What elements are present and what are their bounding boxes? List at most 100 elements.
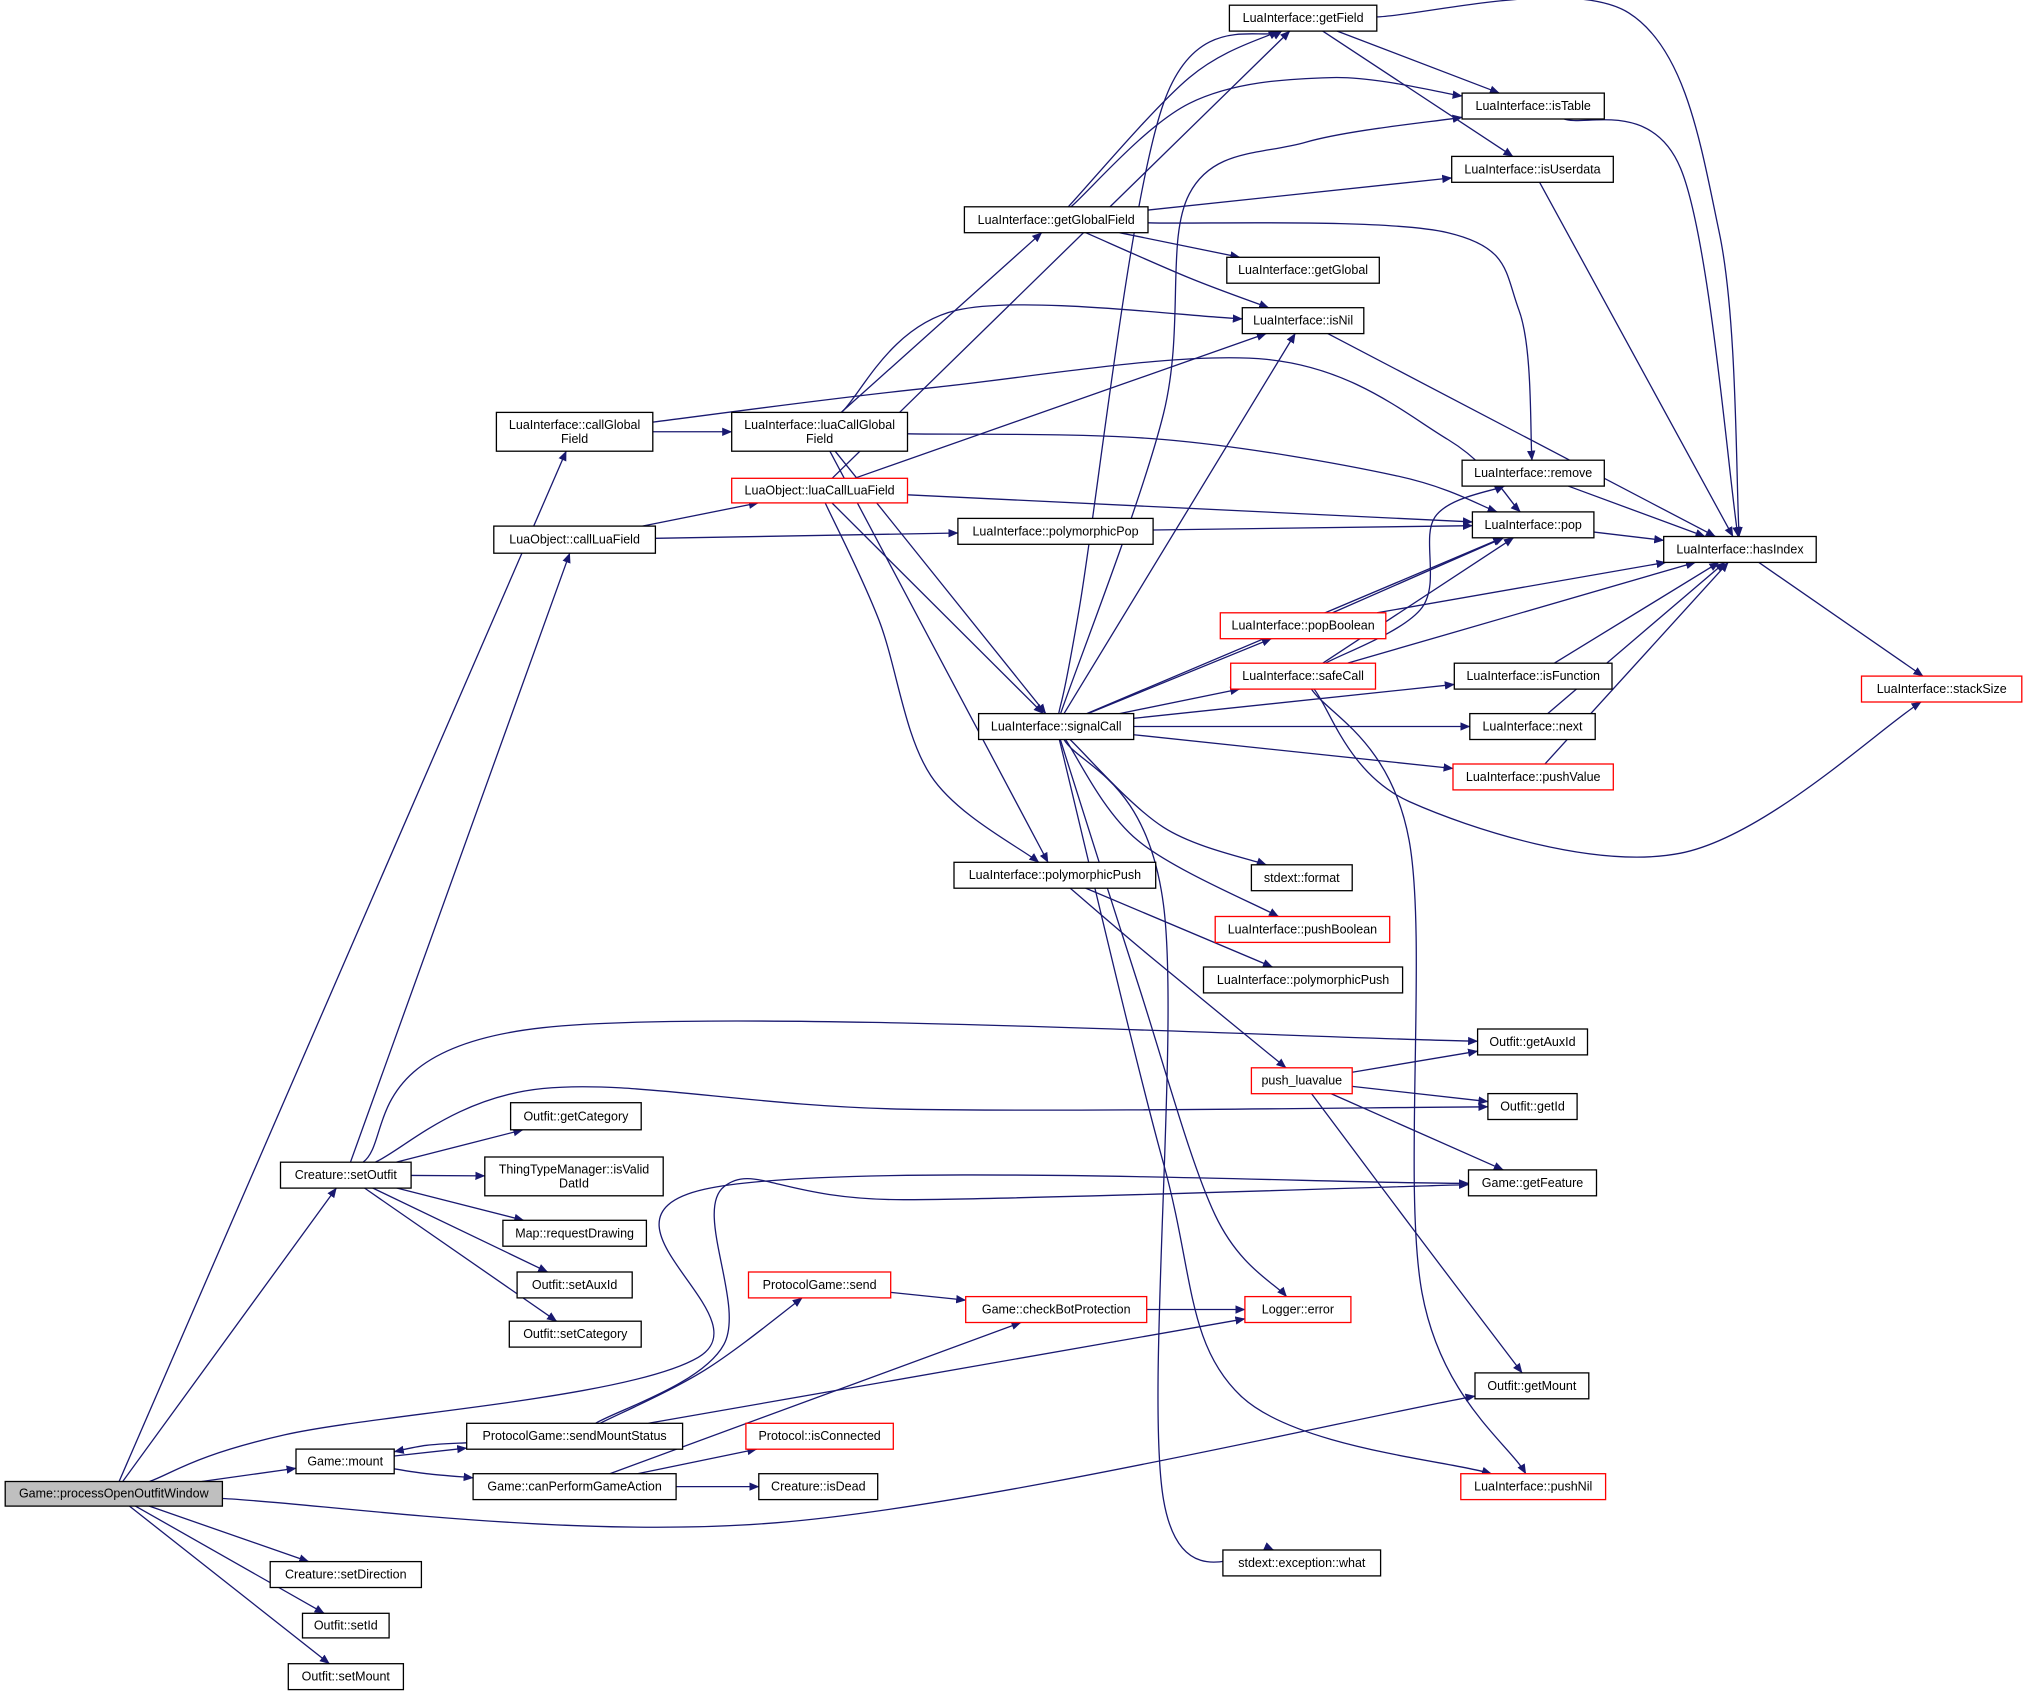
- node-hasIndex[interactable]: LuaInterface::hasIndex: [1663, 535, 1817, 564]
- node-pushValue[interactable]: LuaInterface::pushValue: [1452, 763, 1614, 791]
- node-isTable[interactable]: LuaInterface::isTable: [1461, 92, 1605, 120]
- node-pushNil[interactable]: LuaInterface::pushNil: [1460, 1473, 1607, 1501]
- node-box: [484, 1156, 664, 1197]
- node-safeCall[interactable]: LuaInterface::safeCall: [1230, 662, 1377, 690]
- node-getField[interactable]: LuaInterface::getField: [1228, 4, 1378, 32]
- edge-processOpenOutfitWindow-to-getMount: [222, 1393, 1476, 1528]
- node-box: [758, 1473, 879, 1501]
- node-label: LuaInterface::safeCall: [1242, 669, 1364, 683]
- node-next[interactable]: LuaInterface::next: [1469, 712, 1596, 741]
- node-getGlobalField[interactable]: LuaInterface::getGlobalField: [963, 206, 1149, 234]
- edge-signalCall-to-popBoolean: [1087, 638, 1272, 715]
- edge-isUserdata-to-hasIndex: [1539, 181, 1734, 537]
- node-label: Creature::setDirection: [285, 1568, 407, 1582]
- node-label: Outfit::setCategory: [523, 1327, 628, 1341]
- edge-setOutfit-to-setAuxId: [372, 1187, 549, 1273]
- edge-signalCall-to-isNil: [1063, 333, 1296, 714]
- node-setId[interactable]: Outfit::setId: [301, 1612, 390, 1639]
- node-box: [516, 1271, 633, 1299]
- node-checkBotProtection[interactable]: Game::checkBotProtection: [965, 1295, 1148, 1324]
- node-stdextFormat[interactable]: stdext::format: [1250, 864, 1353, 892]
- edge-getGlobalField-to-isNil: [1085, 232, 1270, 309]
- edge-safeCall-to-hasIndex: [1347, 560, 1696, 664]
- node-box: [1663, 535, 1817, 564]
- node-label: Outfit::getCategory: [523, 1109, 629, 1123]
- edge-signalCall-to-pushBoolean: [1064, 739, 1279, 918]
- node-isNil[interactable]: LuaInterface::isNil: [1241, 307, 1365, 335]
- edge-signalCall-to-pushValue: [1133, 734, 1454, 772]
- node-getId[interactable]: Outfit::getId: [1487, 1092, 1578, 1121]
- node-requestDrawing[interactable]: Map::requestDrawing: [502, 1219, 648, 1247]
- node-box: [1222, 1549, 1382, 1577]
- node-getMount[interactable]: Outfit::getMount: [1474, 1372, 1590, 1400]
- node-setOutfit[interactable]: Creature::setOutfit: [279, 1161, 412, 1189]
- node-popBoolean[interactable]: LuaInterface::popBoolean: [1219, 612, 1387, 640]
- edge-getGlobalField-to-isUserdata: [1147, 174, 1453, 211]
- edge-luaCallLuaField-to-signalCall: [831, 502, 1044, 715]
- node-label: Outfit::setMount: [302, 1670, 391, 1684]
- node-label: stdext::exception::what: [1238, 1556, 1366, 1570]
- node-luaCallLuaField[interactable]: LuaObject::luaCallLuaField: [731, 477, 909, 504]
- node-label: LuaInterface::isTable: [1476, 99, 1591, 113]
- edge-polymorphicPop-to-pop: [1153, 521, 1473, 531]
- node-signalCall[interactable]: LuaInterface::signalCall: [977, 712, 1135, 741]
- node-box: [472, 1473, 677, 1501]
- node-exceptionWhat[interactable]: stdext::exception::what: [1222, 1549, 1382, 1577]
- edge-luaCallGlobalField-to-isNil: [841, 304, 1243, 413]
- node-protocolSend[interactable]: ProtocolGame::send: [747, 1271, 892, 1299]
- edge-luaCallLuaField-to-polymorphicPush1: [824, 502, 1040, 863]
- node-setDirection[interactable]: Creature::setDirection: [269, 1560, 423, 1589]
- edge-popBoolean-to-pop: [1332, 537, 1505, 614]
- edge-next-to-hasIndex: [1547, 561, 1726, 715]
- node-box: [1476, 1028, 1589, 1056]
- node-box: [508, 1320, 642, 1348]
- node-pushBoolean[interactable]: LuaInterface::pushBoolean: [1214, 915, 1391, 944]
- edge-signalCall-to-loggerError: [1059, 739, 1288, 1298]
- node-box: [1467, 1169, 1598, 1197]
- edge-getField-to-isTable: [1336, 30, 1500, 94]
- node-label: LuaInterface::pushBoolean: [1228, 923, 1377, 937]
- edge-pushLuavalue-to-getMount: [1310, 1093, 1523, 1374]
- node-remove[interactable]: LuaInterface::remove: [1461, 459, 1605, 487]
- node-callLuaField[interactable]: LuaObject::callLuaField: [493, 525, 657, 554]
- node-label: LuaInterface::stackSize: [1877, 682, 2007, 696]
- node-isConnected[interactable]: Protocol::isConnected: [745, 1422, 894, 1450]
- node-getCategory[interactable]: Outfit::getCategory: [509, 1102, 642, 1131]
- edge-processOpenOutfitWindow-to-getFeature: [149, 1174, 1469, 1483]
- node-processOpenOutfitWindow[interactable]: Game::processOpenOutfitWindow: [4, 1480, 224, 1507]
- node-polymorphicPush1[interactable]: LuaInterface::polymorphicPush: [953, 861, 1157, 889]
- node-polymorphicPush2[interactable]: LuaInterface::polymorphicPush: [1202, 966, 1404, 994]
- node-getAuxId[interactable]: Outfit::getAuxId: [1476, 1028, 1589, 1056]
- node-canPerformGameAction[interactable]: Game::canPerformGameAction: [472, 1473, 677, 1501]
- node-mount[interactable]: Game::mount: [295, 1448, 395, 1475]
- node-label: Game::mount: [307, 1454, 383, 1468]
- node-pushLuavalue[interactable]: push_luavalue: [1250, 1067, 1353, 1095]
- node-setMount[interactable]: Outfit::setMount: [287, 1663, 405, 1691]
- node-setAuxId[interactable]: Outfit::setAuxId: [516, 1271, 633, 1299]
- edge-setOutfit-to-getCategory: [396, 1128, 524, 1163]
- node-label: LuaInterface::polymorphicPush: [969, 868, 1141, 882]
- node-box: [1474, 1372, 1590, 1400]
- node-label: Game::getFeature: [1482, 1176, 1583, 1190]
- node-label: Outfit::setId: [314, 1619, 378, 1633]
- node-box: [1461, 459, 1605, 487]
- edge-pushLuavalue-to-getAuxId: [1352, 1048, 1479, 1073]
- node-pop[interactable]: LuaInterface::pop: [1471, 511, 1595, 539]
- node-box: [963, 206, 1149, 234]
- edge-safeCall-to-pop: [1322, 537, 1514, 664]
- node-isFunction[interactable]: LuaInterface::isFunction: [1453, 662, 1613, 690]
- node-isUserdata[interactable]: LuaInterface::isUserdata: [1451, 155, 1614, 183]
- node-getGlobal[interactable]: LuaInterface::getGlobal: [1226, 256, 1380, 284]
- node-polymorphicPop[interactable]: LuaInterface::polymorphicPop: [957, 517, 1154, 545]
- node-isDead[interactable]: Creature::isDead: [758, 1473, 879, 1501]
- node-sendMountStatus[interactable]: ProtocolGame::sendMountStatus: [466, 1422, 684, 1450]
- node-stackSize[interactable]: LuaInterface::stackSize: [1860, 675, 2023, 703]
- node-setCategory[interactable]: Outfit::setCategory: [508, 1320, 642, 1348]
- node-label: Map::requestDrawing: [515, 1226, 634, 1240]
- node-getFeature[interactable]: Game::getFeature: [1467, 1169, 1598, 1197]
- node-loggerError[interactable]: Logger::error: [1244, 1295, 1352, 1324]
- node-box: [957, 517, 1154, 545]
